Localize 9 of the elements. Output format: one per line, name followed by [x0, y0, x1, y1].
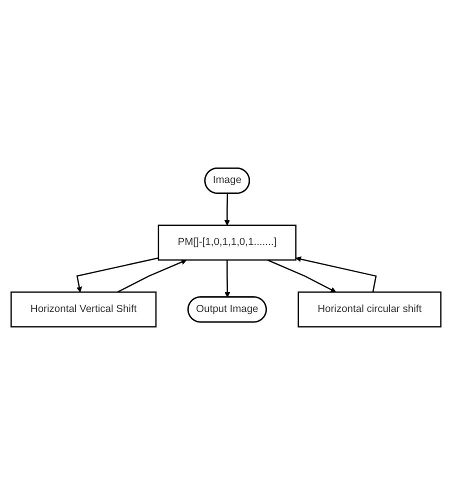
node-box: Horizontal circular shift — [298, 292, 442, 328]
arrow — [76, 257, 159, 292]
arrow — [117, 259, 187, 293]
arrow — [224, 260, 230, 298]
arrow — [267, 259, 336, 292]
arrow — [224, 194, 230, 226]
arrow — [296, 256, 377, 292]
node-box: PM[]-[1,0,1,1,0,1.......] — [158, 224, 296, 261]
node-box: Horizontal Vertical Shift — [10, 292, 157, 328]
